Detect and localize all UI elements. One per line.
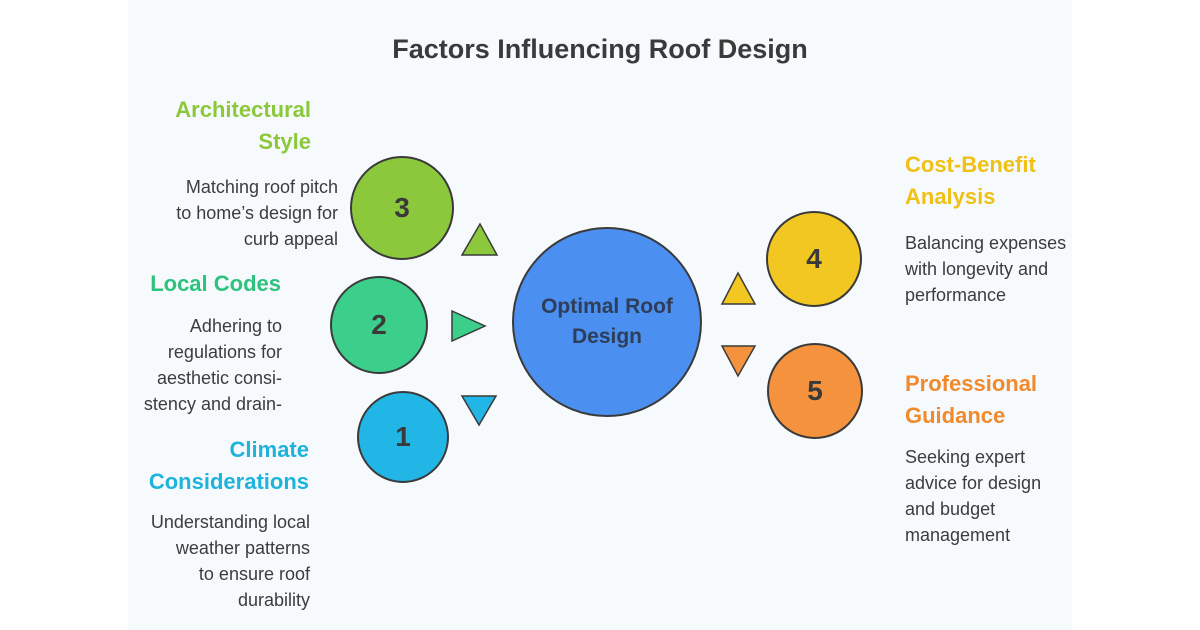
desc-line: stency and drain-	[143, 394, 282, 414]
center-label-line1: Optimal Roof	[541, 295, 673, 318]
triangle-climate-down-icon	[460, 395, 498, 427]
desc-line: Seeking expert	[905, 447, 1026, 467]
number-4: 4	[806, 243, 822, 274]
triangle-cost-up-icon	[720, 271, 757, 305]
heading-climate-considerations: Climate Considerations	[149, 434, 309, 498]
desc-line: weather patterns	[175, 538, 310, 558]
circle-factor-4: 4	[766, 211, 862, 307]
desc-line: and budget	[905, 499, 996, 519]
circle-factor-5: 5	[767, 343, 863, 439]
heading-climate-line1: Climate	[229, 437, 309, 462]
desc-professional-guidance: Seeking expert advice for design and bud…	[905, 444, 1041, 548]
desc-line: Understanding local	[150, 512, 310, 532]
heading-architectural-style: Architectural Style	[175, 94, 311, 158]
heading-cost-line1: Cost-Benefit	[905, 152, 1036, 177]
heading-professional-line1: Professional	[905, 371, 1038, 396]
number-5: 5	[807, 375, 823, 406]
heading-architectural-line2: Style	[258, 129, 311, 154]
circle-factor-2: 2	[330, 276, 428, 374]
desc-line: Adhering to	[189, 316, 282, 336]
number-2: 2	[371, 309, 387, 340]
desc-line: Balancing expenses	[905, 233, 1067, 253]
desc-local-codes: Adhering to regulations for aesthetic co…	[144, 313, 282, 417]
triangle-architectural-up-icon	[460, 222, 499, 256]
heading-cost-line2: Analysis	[905, 184, 996, 209]
center-label: Optimal Roof Design	[541, 292, 673, 352]
heading-local-codes: Local Codes	[150, 268, 281, 300]
desc-line: to ensure roof	[198, 564, 310, 584]
desc-architectural-style: Matching roof pitch to home’s design for…	[176, 174, 338, 252]
desc-line: to home’s design for	[176, 203, 338, 223]
desc-line: management	[905, 525, 1011, 545]
desc-line: curb appeal	[243, 229, 338, 249]
diagram-title: Factors Influencing Roof Design	[392, 34, 808, 64]
number-3: 3	[394, 192, 410, 223]
number-1: 1	[395, 421, 411, 452]
desc-line: aesthetic consi-	[156, 368, 282, 388]
desc-climate-considerations: Understanding local weather patterns to …	[151, 509, 310, 613]
desc-line: regulations for	[167, 342, 282, 362]
circle-factor-1: 1	[357, 391, 449, 483]
desc-line: durability	[237, 590, 310, 610]
desc-line: advice for design	[905, 473, 1042, 493]
circle-factor-3: 3	[350, 156, 454, 260]
heading-architectural-line1: Architectural	[175, 97, 311, 122]
center-circle-optimal-roof-design: Optimal Roof Design	[512, 227, 702, 417]
heading-cost-benefit-analysis: Cost-Benefit Analysis	[905, 149, 1036, 213]
heading-climate-line2: Considerations	[148, 469, 309, 494]
triangle-local-codes-right-icon	[451, 309, 487, 343]
heading-professional-guidance: Professional Guidance	[905, 368, 1037, 432]
triangle-professional-down-icon	[720, 345, 757, 378]
desc-line: with longevity and	[905, 259, 1049, 279]
heading-local-codes-line1: Local Codes	[150, 271, 281, 296]
desc-cost-benefit-analysis: Balancing expenses with longevity and pe…	[905, 230, 1066, 308]
heading-professional-line2: Guidance	[905, 403, 1006, 428]
desc-line: Matching roof pitch	[185, 177, 338, 197]
desc-line: performance	[905, 285, 1007, 305]
center-label-line2: Design	[571, 325, 642, 348]
